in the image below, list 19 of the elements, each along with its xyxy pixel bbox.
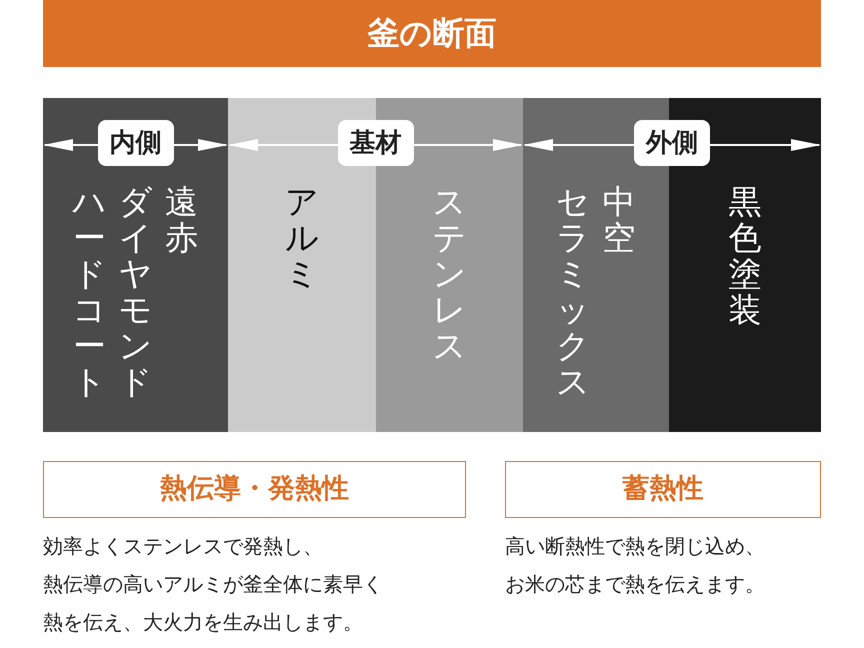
layer-label: セラミックス	[555, 184, 591, 400]
layer-label: ステンレス	[432, 184, 468, 364]
section-label: 外側	[634, 120, 710, 166]
layer-label: 遠赤	[164, 184, 199, 256]
layer-label: ダイヤモンド	[118, 184, 154, 400]
layer-label: 黒色塗装	[728, 184, 762, 328]
layer-label: ハードコート	[72, 184, 108, 400]
heading-box: 熱伝導・発熱性	[43, 461, 466, 518]
heading-box: 蓄熱性	[505, 461, 821, 518]
layer-label: 中空	[602, 184, 636, 256]
title-banner: 釜の断面	[43, 0, 821, 67]
description-text: 高い断熱性で熱を閉じ込め、お米の芯まで熱を伝えます。	[505, 533, 766, 598]
layer-band	[376, 98, 523, 432]
section-label: 基材	[338, 120, 414, 166]
layer-band	[228, 98, 376, 432]
section-label: 内側	[98, 120, 174, 166]
layer-band	[43, 98, 228, 432]
layer-label: アルミ	[284, 184, 320, 292]
description-text: 効率よくステンレスで発熱し、熱伝導の高いアルミが釜全体に素早く熱を伝え、大火力を生み出します。	[43, 533, 384, 636]
